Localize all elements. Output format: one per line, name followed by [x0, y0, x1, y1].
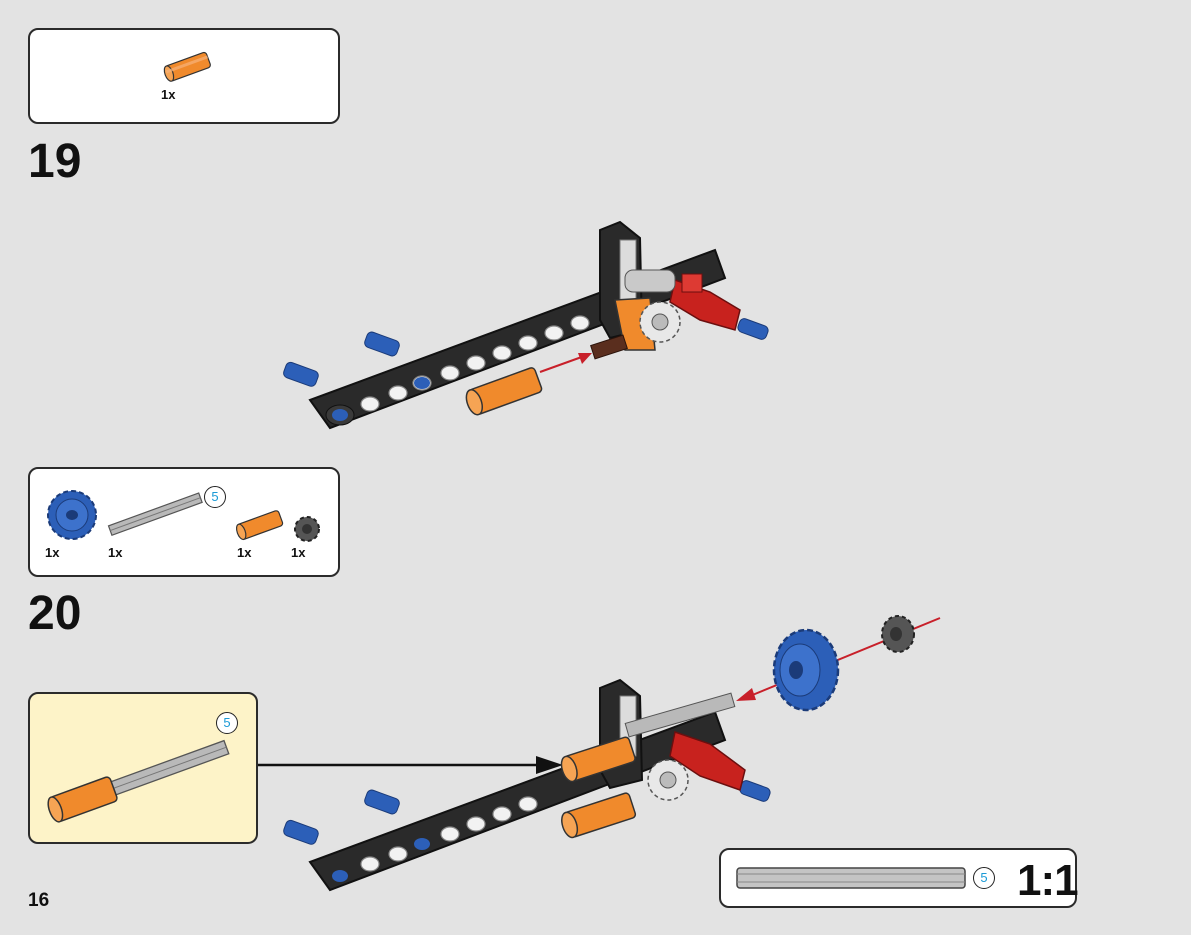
callout-arrow [258, 756, 563, 774]
axle-length-badge: 5 [216, 712, 238, 734]
blue-gear [772, 628, 840, 712]
orange-axle-connector-icon [235, 510, 284, 541]
dark-grey-gear-icon [294, 516, 320, 542]
step-20-assembly-illustration [283, 615, 941, 892]
scale-reference-box: 5 1:1 [719, 848, 1079, 908]
page-number: 16 [28, 890, 50, 911]
scale-axle-icon [736, 867, 966, 889]
part-qty: 1x [237, 545, 252, 560]
orange-axle-connector-icon [163, 51, 211, 82]
step-number: 20 [28, 587, 82, 640]
dark-grey-gear [881, 615, 915, 653]
part-qty: 1x [45, 545, 60, 560]
orange-axle-connector [465, 367, 543, 416]
step-number: 19 [28, 135, 82, 188]
blue-pin [283, 318, 769, 387]
axle-length-badge: 5 [973, 867, 995, 889]
subassembly-axle-with-connector [47, 739, 230, 823]
grey-axle-icon [107, 492, 203, 537]
subassembly-callout: 5 [28, 692, 258, 844]
red-axle-connector [669, 273, 741, 331]
assembly-arrow [539, 353, 592, 373]
parts-list-step-19: 1x [28, 28, 340, 124]
part-qty: 1x [108, 545, 123, 560]
part-qty: 1x [291, 545, 306, 560]
part-qty: 1x [161, 87, 176, 102]
axle-length-badge: 5 [204, 486, 226, 508]
step-19-assembly-illustration [283, 220, 769, 430]
blue-gear-icon [47, 490, 97, 540]
parts-list-step-20: 1x 1x 5 1x 1x [28, 467, 340, 577]
scale-label: 1:1 [1017, 856, 1079, 905]
